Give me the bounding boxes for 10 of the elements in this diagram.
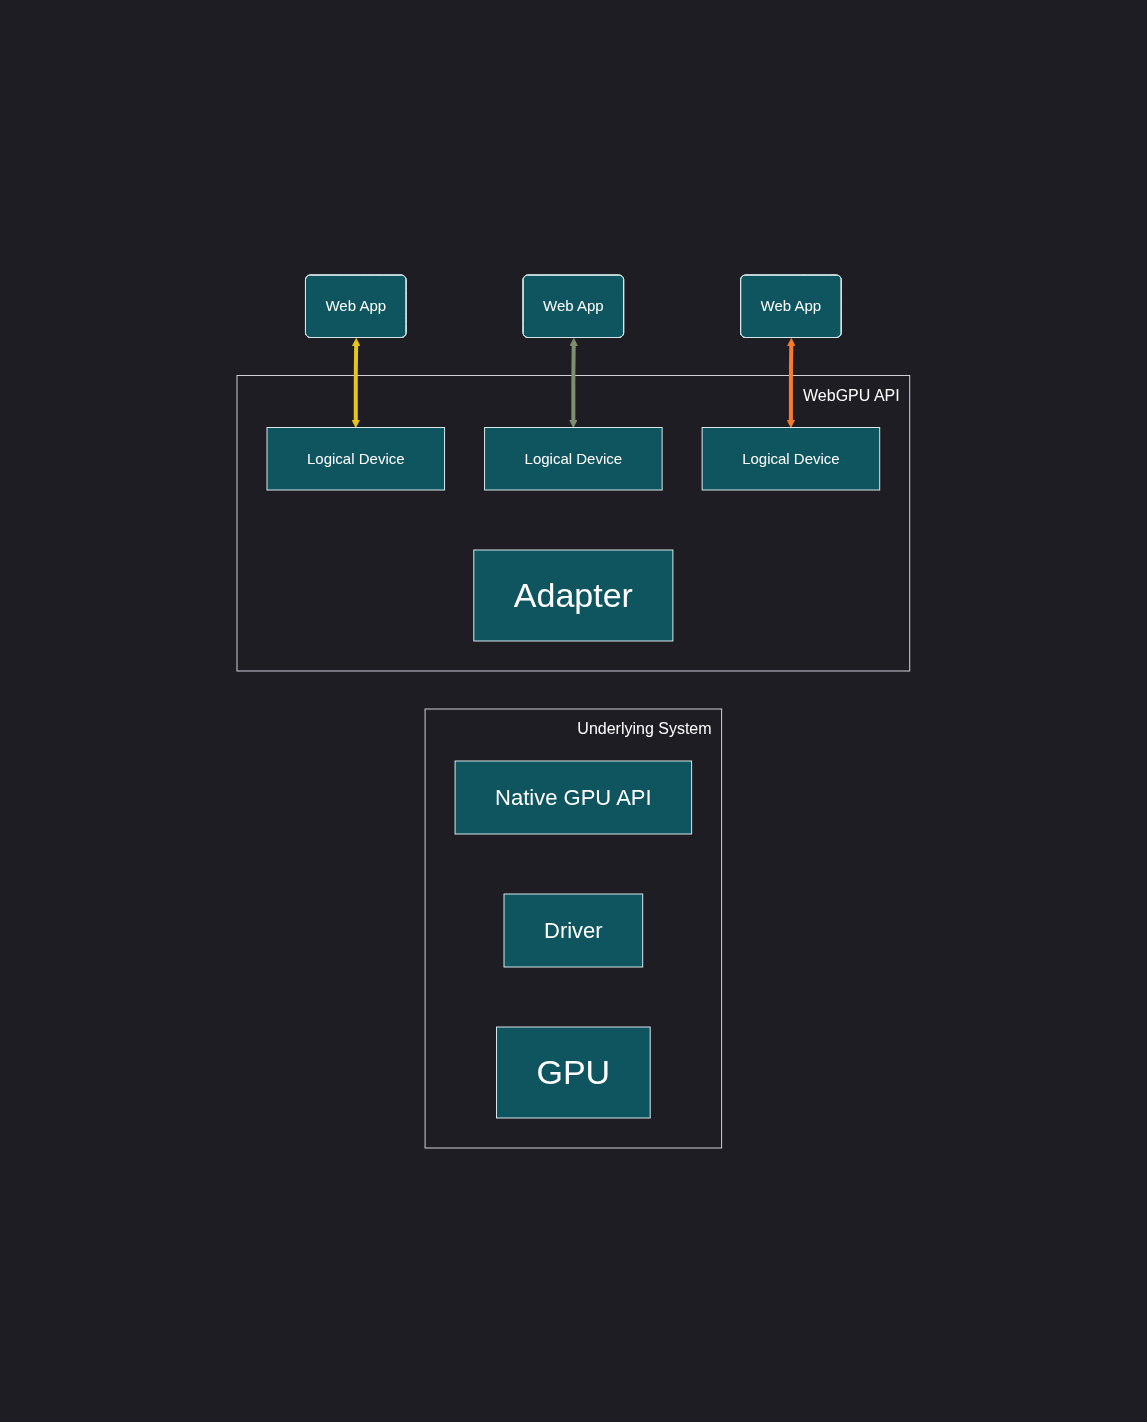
node-box: Logical Device xyxy=(484,426,663,490)
node-box: Logical Device xyxy=(701,426,881,490)
node-box: GPU xyxy=(496,1026,651,1118)
node-box: Driver xyxy=(503,893,644,967)
node-box: Native GPU API xyxy=(454,760,693,834)
node-box: Logical Device xyxy=(266,426,446,490)
arrow xyxy=(786,337,796,428)
arrow xyxy=(351,337,361,428)
arrow xyxy=(569,337,579,428)
node-box: Adapter xyxy=(473,549,674,641)
